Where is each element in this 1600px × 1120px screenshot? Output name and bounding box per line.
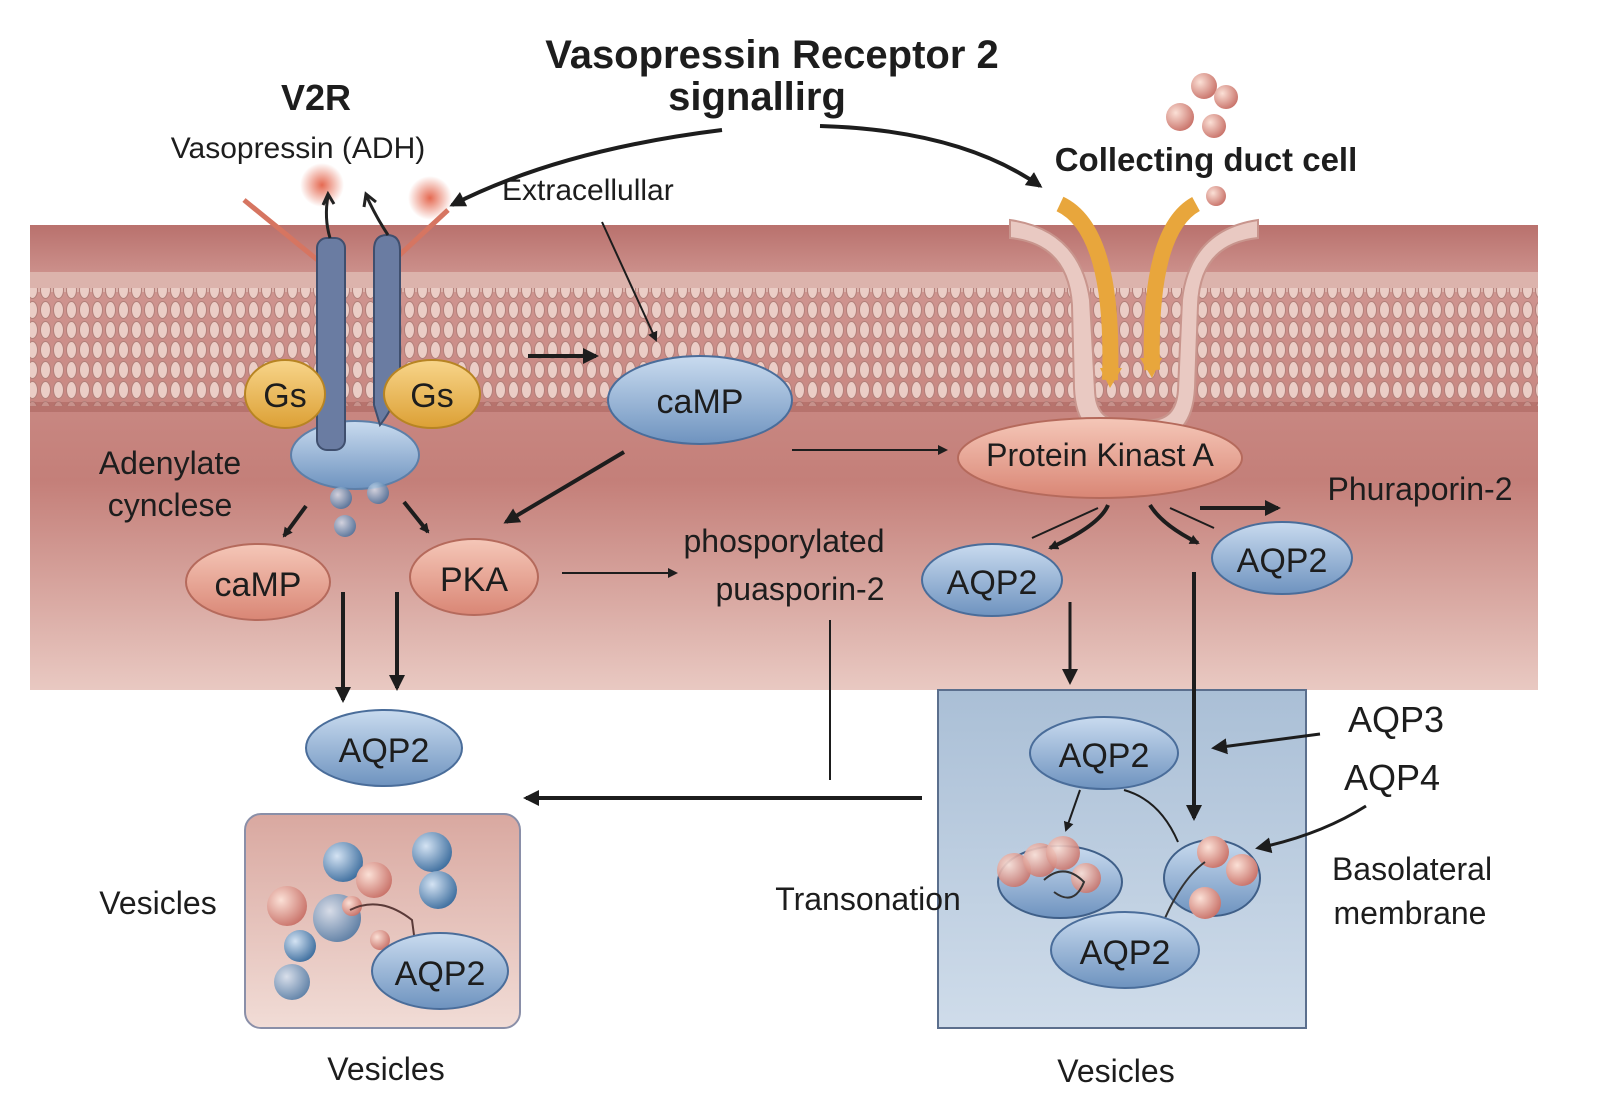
- node-aqp2-box-bottom: AQP2: [1050, 911, 1200, 989]
- aqp2-mid-label: AQP2: [947, 564, 1038, 602]
- node-camp-top: caMP: [607, 355, 793, 445]
- camp-left-label: caMP: [215, 566, 302, 604]
- aqp2-box-top-label: AQP2: [1059, 737, 1150, 775]
- aqp2-box-bottom-label: AQP2: [1080, 934, 1171, 972]
- pathway-arrows: [282, 124, 1367, 854]
- node-pka: PKA: [409, 538, 539, 616]
- right-vesicle-clusters: [997, 836, 1261, 931]
- arrow-aqp3-to-box: [1211, 732, 1321, 755]
- node-gs-right: Gs: [383, 359, 481, 429]
- node-protein-kinase: Protein Kinast A: [957, 417, 1243, 499]
- arrow-camp-to-pka: [503, 450, 626, 524]
- line-pk-branch: [1031, 507, 1099, 539]
- aqp4-label: AQP4: [1344, 757, 1440, 798]
- node-aqp2-vesicle: AQP2: [371, 932, 509, 1010]
- node-aqp2-box-top: AQP2: [1029, 716, 1179, 790]
- arrow-extracellular-to-camp: [601, 221, 658, 342]
- phuraporin-label: Phuraporin-2: [1328, 471, 1513, 507]
- phosporylated-label-line1: phosporylated: [683, 523, 884, 559]
- arrow-pk-to-aqp2-right: [1148, 503, 1200, 545]
- collecting-duct-label: Collecting duct cell: [1055, 141, 1358, 178]
- phosporylated-label-line2: puasporin-2: [716, 571, 885, 607]
- node-aqp2-left: AQP2: [305, 709, 463, 787]
- adenylate-label-line2: cynclese: [108, 487, 233, 523]
- vesicles-left-bottom-label: Vesicles: [327, 1051, 444, 1087]
- line-pk-branch-2: [1169, 507, 1215, 529]
- pka-label: PKA: [440, 561, 508, 599]
- arrow-adenylate-to-camp: [282, 504, 308, 538]
- node-gs-left: Gs: [244, 359, 326, 429]
- vesicles-right-bottom-label: Vesicles: [1057, 1053, 1174, 1089]
- arrow-box-aqp2-to-vesicle: [1063, 789, 1081, 832]
- arrow-aqp4-to-box: [1255, 804, 1367, 854]
- arrow-adenylate-to-pka: [402, 500, 430, 534]
- transonation-label: Transonation: [775, 881, 961, 917]
- node-camp-left: caMP: [185, 543, 331, 621]
- diagram-title-line1: Vasopressin Receptor 2: [545, 33, 999, 77]
- line-box-curve: [1123, 789, 1179, 843]
- node-aqp2-mid: AQP2: [921, 543, 1063, 617]
- vesicles-left-side-label: Vesicles: [99, 885, 216, 921]
- vasopressin-label: Vasopressin (ADH): [171, 132, 426, 165]
- collecting-duct-channel: [1009, 73, 1259, 441]
- aqp2-right-label: AQP2: [1237, 542, 1328, 580]
- camp-top-label: caMP: [657, 383, 744, 421]
- aqp3-label: AQP3: [1348, 699, 1444, 740]
- basolateral-label-line2: membrane: [1334, 895, 1487, 931]
- arrow-title-to-v2r: [449, 128, 723, 207]
- node-aqp2-right: AQP2: [1211, 521, 1353, 595]
- left-vesicle-cluster: [267, 832, 457, 1000]
- arrow-pk-to-aqp2-mid: [1048, 504, 1110, 550]
- aqp2-vesicle-label: AQP2: [395, 955, 486, 993]
- v2r-label: V2R: [281, 77, 351, 118]
- gs-right-label: Gs: [410, 377, 453, 415]
- gs-left-label: Gs: [263, 377, 306, 415]
- basolateral-label-line1: Basolateral: [1332, 851, 1492, 887]
- protein-kinase-label: Protein Kinast A: [986, 437, 1214, 473]
- diagram-title-line2: signallirg: [668, 75, 846, 119]
- extracellular-label: Extracellullar: [502, 174, 674, 207]
- adenylate-label-line1: Adenylate: [99, 445, 241, 481]
- arrow-title-to-duct: [819, 124, 1043, 188]
- aqp2-left-label: AQP2: [339, 732, 430, 770]
